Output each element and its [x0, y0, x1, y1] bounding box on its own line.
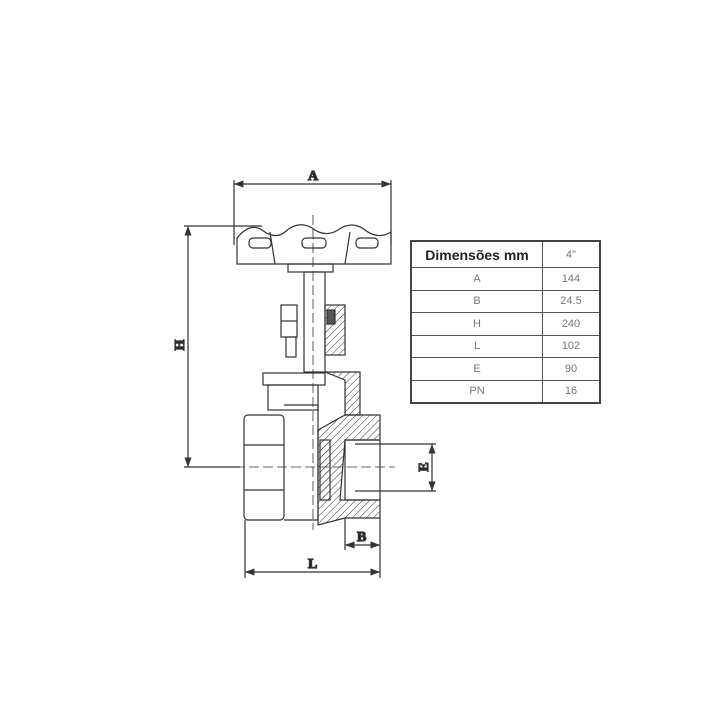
row-label: PN — [410, 379, 543, 404]
dimension-l: L — [244, 520, 380, 578]
row-value: 24.5 — [542, 289, 601, 313]
row-label: H — [410, 312, 543, 336]
stem — [303, 271, 326, 373]
left-hex-end — [243, 414, 285, 521]
dimension-h: H — [172, 225, 262, 468]
row-label: E — [410, 357, 543, 381]
gate-wedge — [319, 439, 331, 501]
header-size: 4'' — [542, 240, 601, 268]
svg-text:A: A — [308, 169, 319, 184]
header-label: Dimensões mm — [410, 240, 543, 268]
row-value: 240 — [542, 312, 601, 336]
svg-text:E: E — [417, 462, 432, 471]
dimension-e: E — [355, 443, 436, 492]
row-label: A — [410, 267, 543, 291]
row-label: B — [410, 289, 543, 313]
svg-text:L: L — [308, 557, 317, 572]
svg-text:B: B — [357, 530, 366, 545]
row-value: 90 — [542, 357, 601, 381]
right-port — [344, 439, 381, 501]
handwheel — [236, 224, 392, 265]
dimension-b: B — [344, 518, 381, 578]
hub — [287, 263, 334, 273]
row-label: L — [410, 334, 543, 358]
svg-text:H: H — [173, 339, 188, 350]
row-value: 102 — [542, 334, 601, 358]
row-value: 144 — [542, 267, 601, 291]
dimension-a: A — [233, 168, 392, 245]
bonnet — [262, 372, 326, 386]
row-value: 16 — [542, 379, 601, 404]
table-header: Dimensões mm 4'' — [410, 240, 601, 268]
